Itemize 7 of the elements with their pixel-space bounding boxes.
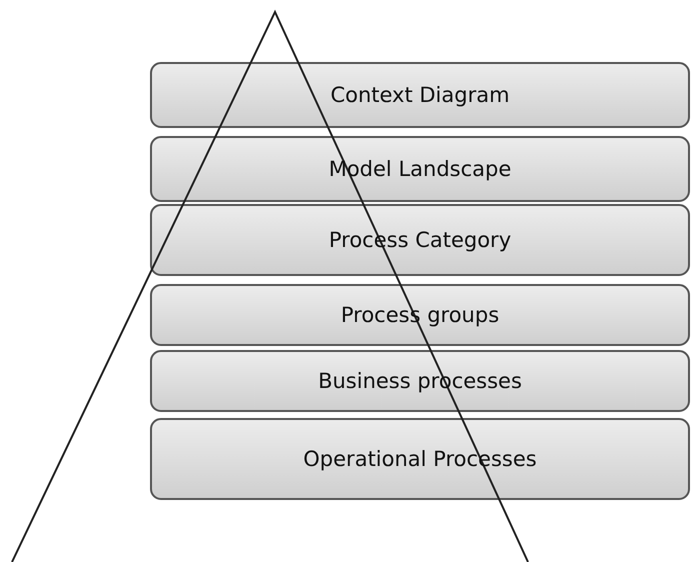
level-box [150,284,690,346]
level-label: Context Diagram [330,83,510,107]
level-box [150,62,690,128]
level-box [150,136,690,202]
level-box [150,418,690,500]
level-box [150,204,690,276]
level-box [150,350,690,412]
